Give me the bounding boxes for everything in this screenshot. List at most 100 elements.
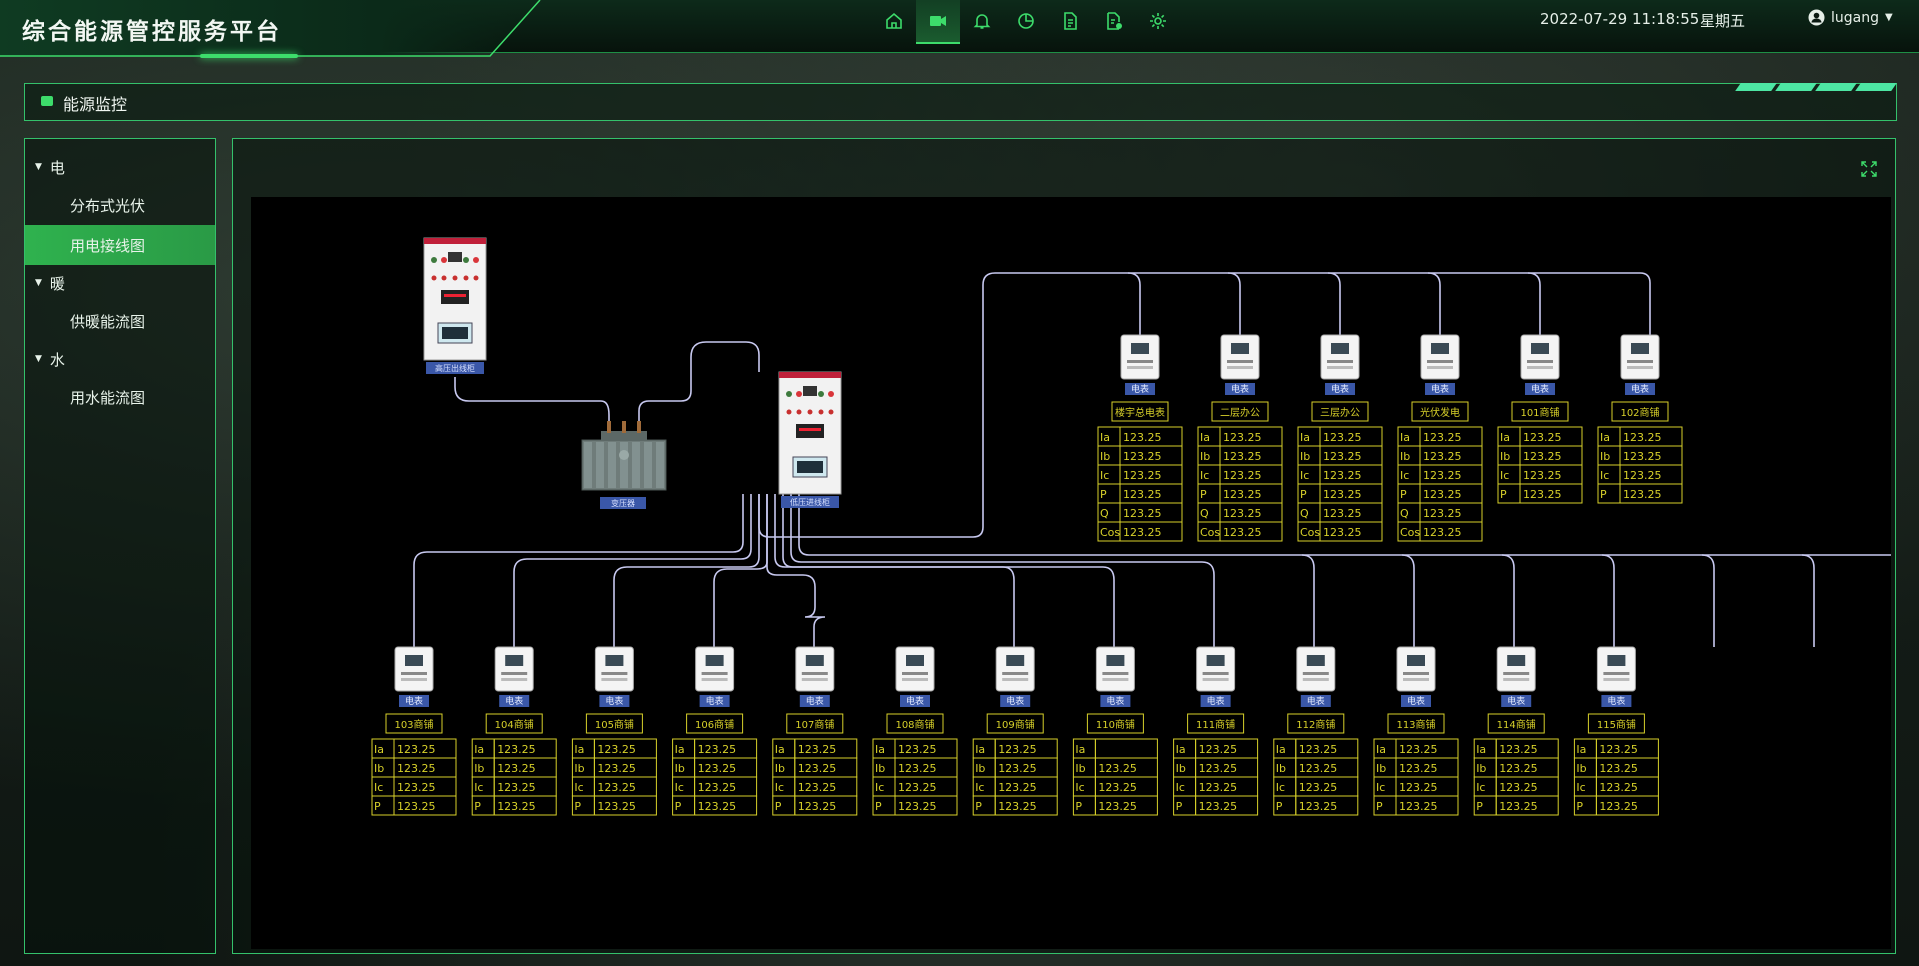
cabinet-display (803, 386, 817, 396)
nav-alarm[interactable] (960, 0, 1004, 42)
reading-key: Cos (1300, 526, 1320, 539)
nav-home[interactable] (872, 0, 916, 42)
reading-value: 123.25 (1423, 431, 1462, 444)
indicator-light (786, 391, 792, 397)
reading-key: Q (1200, 507, 1209, 520)
fullscreen-button[interactable] (1861, 161, 1877, 181)
reading-key: Q (1400, 507, 1409, 520)
reading-key: Ib (1376, 762, 1386, 775)
meter-name-box (1611, 401, 1669, 422)
monitor-icon (41, 96, 53, 106)
lv-incoming-cabinet[interactable]: 低压进线柜 (778, 371, 842, 508)
reading-value: 123.25 (898, 762, 937, 775)
tree-group-heating[interactable]: ▼暖 (25, 265, 215, 301)
meter-tag (1200, 695, 1231, 707)
nav-settings[interactable] (1136, 0, 1180, 42)
reading-key: Ia (1376, 743, 1386, 756)
meter-slot (401, 678, 427, 681)
meter-slot (401, 672, 427, 675)
user-menu[interactable]: lugang ▼ (1808, 9, 1893, 26)
reading-value: 123.25 (1299, 762, 1338, 775)
cabinet-screen (797, 461, 823, 473)
reading-key: Ic (1075, 781, 1084, 794)
meter-slot (1127, 360, 1153, 363)
meter-slot (701, 672, 728, 675)
nav-documents[interactable] (1048, 0, 1092, 42)
reading-key: P (1476, 800, 1483, 813)
meter-name-box (1311, 401, 1369, 422)
meter-name: 109商铺 (996, 718, 1035, 731)
transformer-fin (620, 442, 628, 488)
reading-value: 123.25 (998, 781, 1036, 794)
reading-key: Ib (775, 762, 785, 775)
reading-value: 123.25 (1098, 781, 1137, 794)
meter-body (594, 646, 634, 692)
meter-name: 105商铺 (595, 718, 634, 731)
reading-value: 123.25 (1323, 526, 1362, 539)
tree-item-pv[interactable]: 分布式光伏 (25, 185, 215, 225)
pie-chart-icon (1018, 13, 1034, 29)
meter-name: 107商铺 (795, 718, 834, 731)
meter-slot (1403, 672, 1429, 675)
nav-statistics[interactable] (1004, 0, 1048, 42)
hv-outgoing-cabinet[interactable]: 高压出线柜 (423, 237, 487, 374)
tree-group-water[interactable]: ▼水 (25, 341, 215, 377)
nav-reports[interactable] (1092, 0, 1136, 42)
tree-item-heating-flow[interactable]: 供暖能流图 (25, 301, 215, 341)
reading-key: P (1376, 800, 1383, 813)
meter-name-box (886, 713, 944, 734)
reading-value: 123.25 (597, 743, 636, 756)
table-cell (1395, 795, 1459, 816)
reading-key: Ic (574, 781, 583, 794)
reading-value: 123.25 (1199, 743, 1238, 756)
reading-value: 123.25 (698, 800, 737, 813)
reading-key: Ib (1576, 762, 1586, 775)
reading-key: Q (1300, 507, 1309, 520)
tree-item-wiring-diagram[interactable]: 用电接线图 (25, 225, 215, 265)
indicator-light (796, 391, 802, 397)
reading-value: 123.25 (1599, 762, 1638, 775)
meter-slot (1527, 360, 1553, 363)
meter-screen (1131, 343, 1149, 354)
meter-slot (1603, 672, 1630, 675)
meter-slot (501, 672, 528, 675)
cabinet-button (786, 409, 792, 415)
reading-key: Ic (1376, 781, 1385, 794)
transformer-fin (656, 442, 664, 488)
meter-tag (1601, 695, 1632, 707)
meter-slot (1202, 672, 1229, 675)
wire-line (1327, 272, 1341, 335)
transformer[interactable]: 变压器 (581, 421, 667, 509)
tree-group-electricity[interactable]: ▼电 (25, 149, 215, 185)
reading-key: Cos (1200, 526, 1220, 539)
nav-video[interactable] (916, 0, 960, 44)
user-icon (1808, 9, 1825, 26)
tree-group-label: 暖 (49, 274, 65, 293)
tree-item-water-flow[interactable]: 用水能流图 (25, 377, 215, 417)
meter-name: 102商铺 (1620, 406, 1659, 419)
meter-label: 电表 (806, 695, 824, 707)
reading-value: 123.25 (1299, 800, 1338, 813)
meter-name-box (1411, 401, 1469, 422)
meter-name: 112商铺 (1296, 718, 1335, 731)
